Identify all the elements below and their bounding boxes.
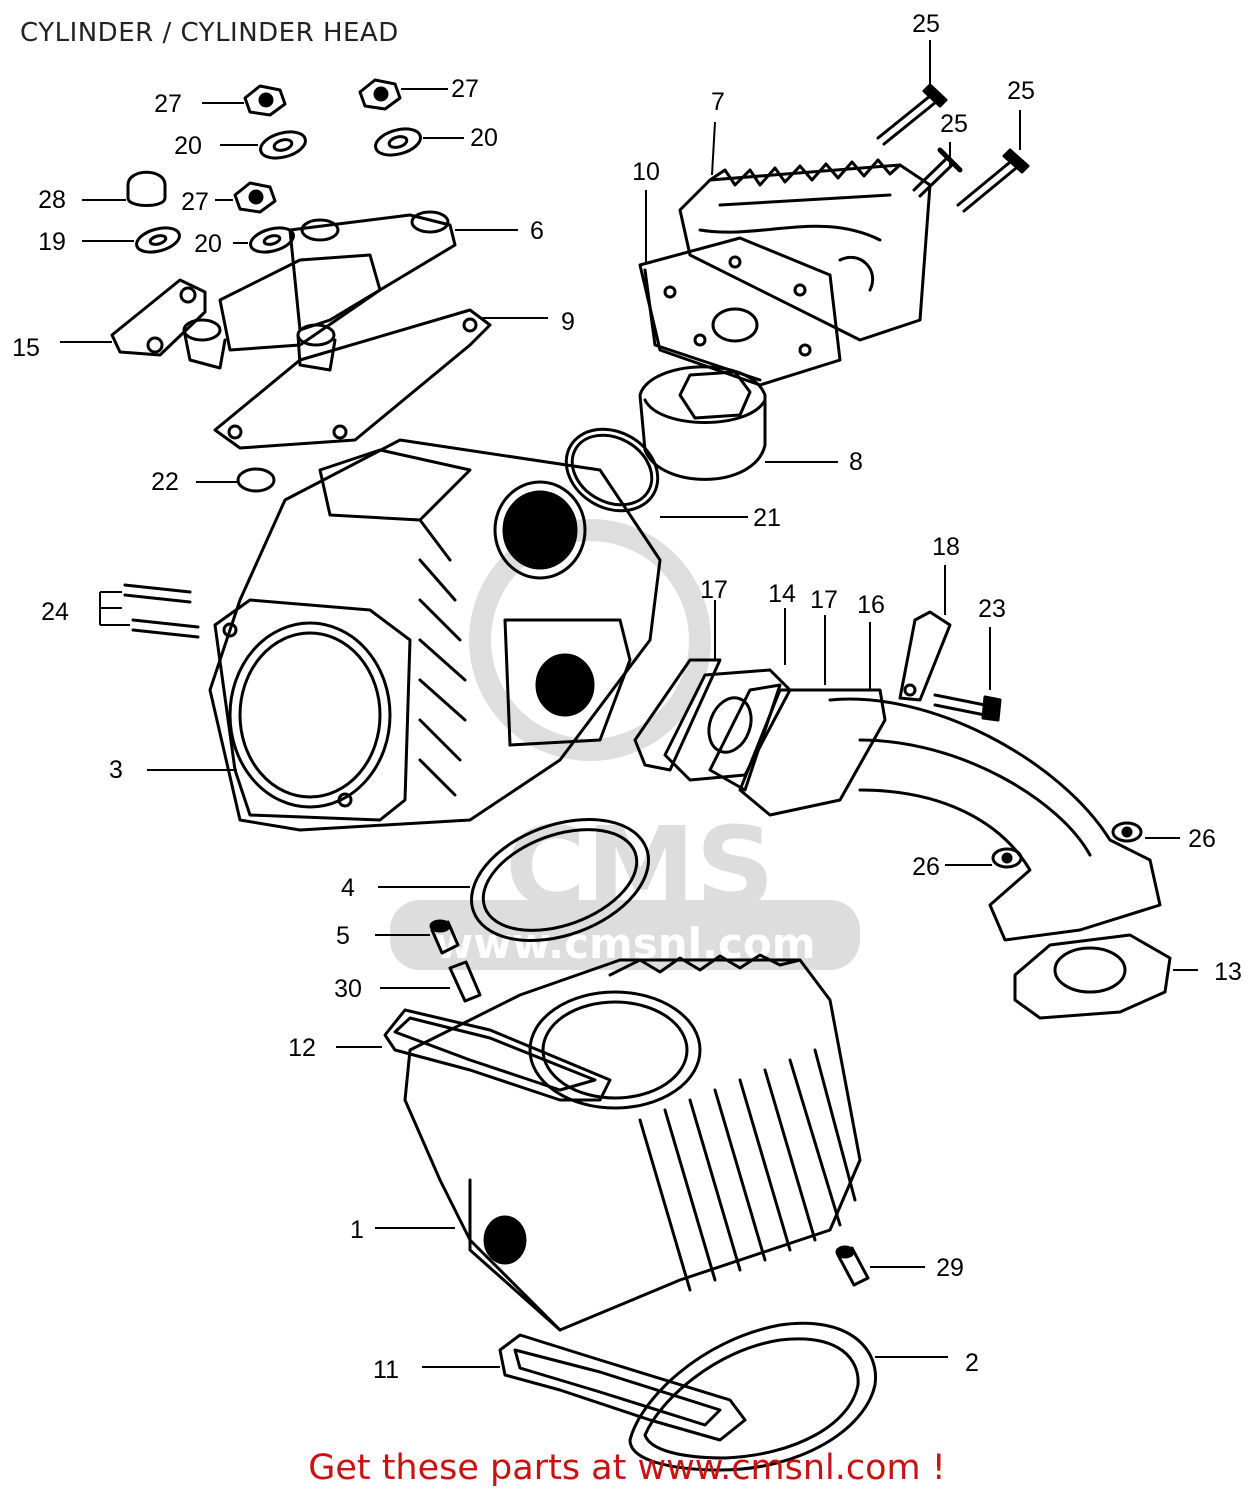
leader-lines bbox=[60, 40, 1198, 1368]
cylinder-1 bbox=[403, 953, 862, 1332]
callout-13: 13 bbox=[1214, 958, 1242, 986]
nut-26-b bbox=[991, 847, 1023, 869]
bolt-25-c bbox=[956, 148, 1030, 213]
washer-20-c bbox=[249, 226, 295, 254]
callout-11: 11 bbox=[373, 1356, 399, 1384]
nut-27-c bbox=[233, 181, 277, 214]
callout-1: 1 bbox=[350, 1216, 364, 1244]
gasket-plate-10 bbox=[638, 236, 842, 387]
callout-26: 26 bbox=[912, 853, 940, 881]
callout-23: 23 bbox=[978, 595, 1006, 623]
callout-3: 3 bbox=[109, 756, 123, 784]
callout-9: 9 bbox=[561, 308, 575, 336]
callout-labels: 25 25 25 7 10 27 27 20 20 28 27 19 20 6 … bbox=[12, 10, 1242, 1384]
parts-art bbox=[110, 78, 1172, 1472]
callout-25: 25 bbox=[1007, 77, 1035, 105]
dowel-30 bbox=[448, 960, 482, 1003]
stud-24-a bbox=[123, 583, 192, 604]
callout-19: 19 bbox=[38, 228, 66, 256]
nut-27-a bbox=[243, 84, 287, 117]
cap-nut-28 bbox=[126, 170, 167, 207]
cap-8 bbox=[638, 365, 767, 481]
stud-24-b bbox=[131, 618, 200, 639]
dowel-29 bbox=[835, 1245, 870, 1287]
rocker-holder-6 bbox=[182, 210, 457, 372]
bolt-23 bbox=[933, 693, 1002, 722]
washer-20-b bbox=[374, 127, 422, 157]
gasket-9 bbox=[213, 308, 492, 450]
callout-21: 21 bbox=[753, 504, 781, 532]
callout-15: 15 bbox=[12, 334, 40, 362]
bracket-15 bbox=[110, 278, 207, 357]
callout-18: 18 bbox=[932, 533, 960, 561]
callout-5: 5 bbox=[336, 922, 350, 950]
callout-17: 17 bbox=[810, 586, 838, 614]
callout-16: 16 bbox=[857, 591, 885, 619]
callout-17: 17 bbox=[700, 576, 728, 604]
cylinder-head-cover-7 bbox=[678, 158, 932, 342]
watermark-logo: CMS bbox=[505, 803, 774, 931]
callout-24: 24 bbox=[41, 598, 69, 626]
gasket-2 bbox=[628, 1321, 878, 1472]
callout-10: 10 bbox=[632, 158, 660, 186]
gasket-13 bbox=[1013, 933, 1172, 1020]
intake-gasket-17-b bbox=[708, 683, 782, 792]
callout-20: 20 bbox=[470, 124, 498, 152]
callout-12: 12 bbox=[288, 1034, 316, 1062]
callout-29: 29 bbox=[936, 1254, 964, 1282]
callout-25: 25 bbox=[912, 10, 940, 38]
callout-28: 28 bbox=[38, 186, 66, 214]
callout-26: 26 bbox=[1188, 825, 1216, 853]
callout-20: 20 bbox=[174, 132, 202, 160]
o-ring-22 bbox=[236, 467, 276, 493]
callout-6: 6 bbox=[530, 217, 544, 245]
callout-4: 4 bbox=[341, 874, 355, 902]
washer-19 bbox=[135, 226, 181, 254]
callout-14: 14 bbox=[768, 580, 796, 608]
nut-26-a bbox=[1111, 821, 1143, 843]
cylinder-head-3 bbox=[208, 438, 662, 832]
dowel-5 bbox=[429, 919, 460, 955]
page-title: CYLINDER / CYLINDER HEAD bbox=[20, 18, 399, 48]
callout-20: 20 bbox=[194, 230, 222, 258]
nut-27-b bbox=[358, 78, 402, 111]
callout-27: 27 bbox=[154, 90, 182, 118]
base-gasket-11 bbox=[498, 1333, 747, 1442]
callout-27: 27 bbox=[181, 188, 209, 216]
base-gasket-12 bbox=[383, 1008, 612, 1102]
callout-8: 8 bbox=[849, 448, 863, 476]
bolt-25-b bbox=[912, 147, 963, 198]
o-ring-21 bbox=[564, 427, 660, 513]
footer-promo-link[interactable]: Get these parts at www.cmsnl.com ! bbox=[308, 1448, 946, 1488]
bolt-25-a bbox=[876, 83, 948, 146]
washer-20-a bbox=[259, 130, 307, 160]
callout-30: 30 bbox=[334, 975, 362, 1003]
intake-pipe-16 bbox=[738, 688, 1162, 942]
callout-25: 25 bbox=[940, 110, 968, 138]
callout-22: 22 bbox=[151, 468, 179, 496]
clamp-18 bbox=[898, 610, 952, 702]
head-gasket-4 bbox=[470, 817, 650, 943]
callout-7: 7 bbox=[711, 88, 725, 116]
callout-2: 2 bbox=[965, 1349, 979, 1377]
intake-gasket-17-a bbox=[633, 658, 722, 772]
callout-27: 27 bbox=[451, 75, 479, 103]
